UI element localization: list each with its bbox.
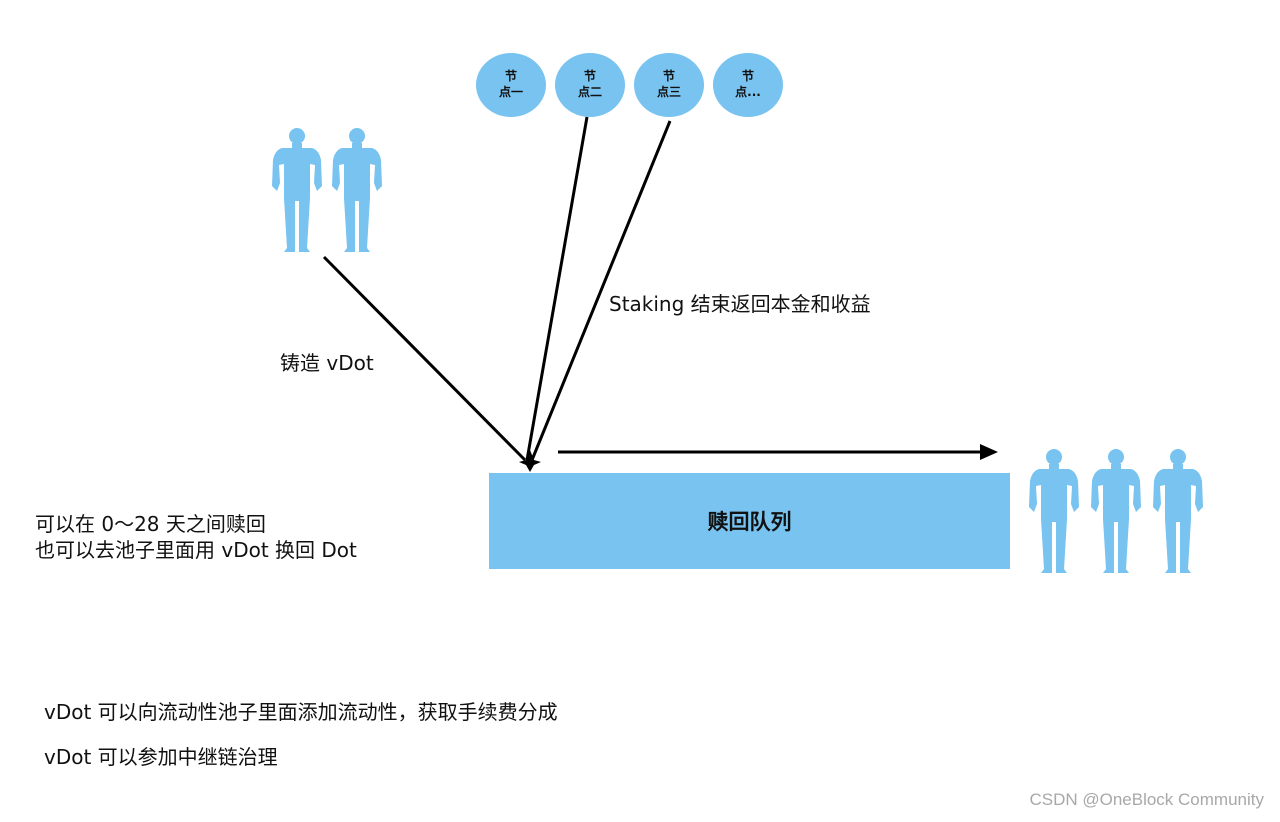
node-2-return-line [525, 116, 589, 461]
redeem-arrow-head-icon [980, 444, 998, 460]
node-circle-1: 节 点一 [476, 53, 546, 117]
person-icon [1029, 449, 1079, 573]
redeeming-users [1029, 449, 1203, 573]
node-3-label-top: 节 [663, 68, 675, 83]
node-circle-3: 节 点三 [634, 53, 704, 117]
node-1-label-top: 节 [505, 68, 517, 83]
redeem-info-line-2: 也可以去池子里面用 vDot 换回 Dot [35, 538, 357, 562]
node-3-return-line [530, 120, 672, 461]
person-icon [332, 128, 382, 252]
redeem-queue-label: 赎回队列 [707, 510, 792, 534]
watermark: CSDN @OneBlock Community [1029, 790, 1264, 809]
note-liquidity: vDot 可以向流动性池子里面添加流动性，获取手续费分成 [44, 700, 558, 724]
mint-label: 铸造 vDot [280, 351, 374, 375]
staking-return-label: Staking 结束返回本金和收益 [609, 292, 871, 316]
redeem-queue-box [489, 473, 1010, 569]
node-4-label-bottom: 点... [735, 84, 761, 99]
person-icon [1091, 449, 1141, 573]
node-3-label-bottom: 点三 [657, 84, 681, 99]
mint-line [322, 255, 527, 462]
node-circle-4: 节 点... [713, 53, 783, 117]
node-2-label-top: 节 [584, 68, 596, 83]
minting-users [272, 128, 382, 252]
person-icon [272, 128, 322, 252]
person-icon [1153, 449, 1203, 573]
node-4-label-top: 节 [742, 68, 754, 83]
redeem-info-line-1: 可以在 0～28 天之间赎回 [35, 512, 266, 536]
node-circle-2: 节 点二 [555, 53, 625, 117]
node-2-label-bottom: 点二 [578, 84, 602, 99]
node-1-label-bottom: 点一 [499, 84, 523, 99]
note-governance: vDot 可以参加中继链治理 [44, 745, 278, 769]
convergence-point-icon [519, 450, 541, 472]
